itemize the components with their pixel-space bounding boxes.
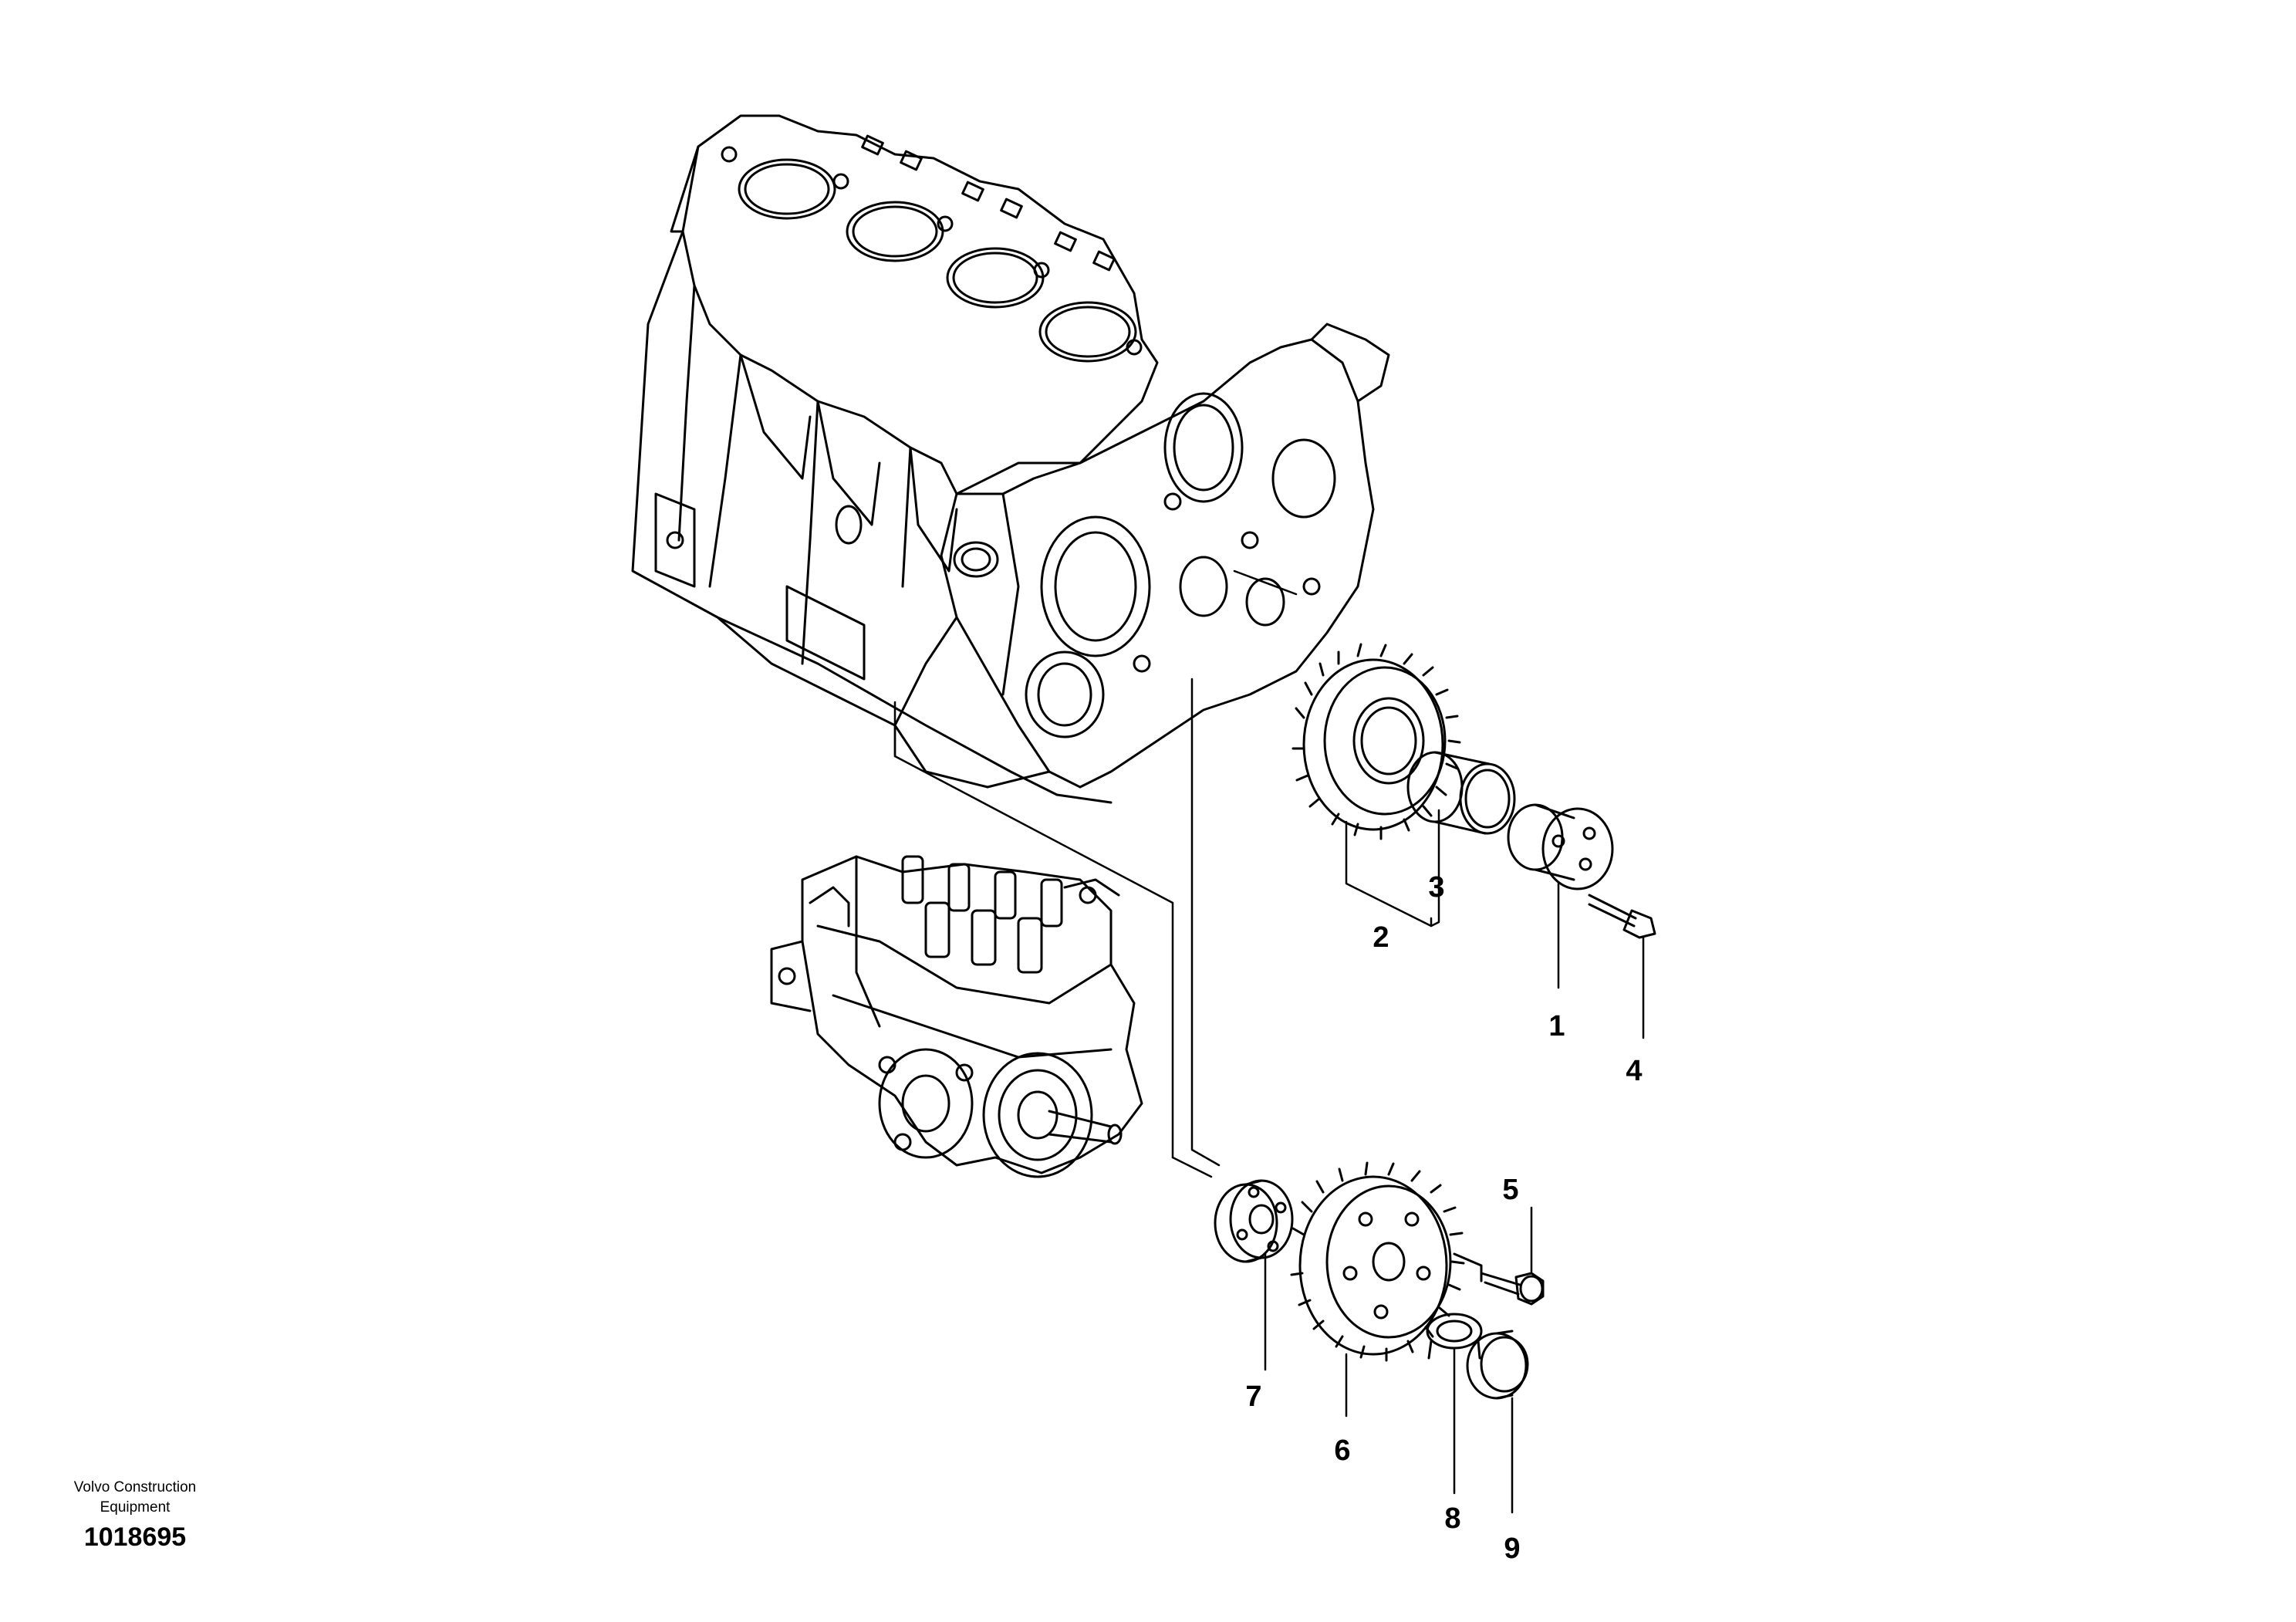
company-name-line1: Volvo Construction	[73, 1479, 197, 1495]
engine-block	[631, 114, 1390, 804]
callout-8: 8	[1444, 1502, 1461, 1535]
callout-5: 5	[1502, 1174, 1519, 1206]
bushing	[1406, 751, 1516, 835]
coupling	[1214, 1179, 1294, 1263]
callout-1: 1	[1548, 1010, 1565, 1042]
callout-2: 2	[1373, 921, 1389, 954]
callout-3: 3	[1428, 871, 1445, 904]
callout-4: 4	[1626, 1055, 1643, 1087]
company-name: Volvo Construction Equipment	[46, 1478, 224, 1518]
spacer-collar	[1466, 1330, 1529, 1400]
callout-7: 7	[1245, 1380, 1262, 1413]
fuel-injection-pump	[770, 855, 1143, 1178]
lock-washer	[1426, 1313, 1483, 1360]
callout-9: 9	[1504, 1532, 1521, 1565]
gear-nut	[1480, 1272, 1545, 1306]
drawing-number: 1018695	[83, 1522, 187, 1552]
idler-shaft	[1507, 803, 1614, 890]
leader-lines	[1264, 809, 1645, 1514]
company-name-line2: Equipment	[100, 1499, 171, 1516]
bolt	[1588, 894, 1656, 939]
callout-6: 6	[1334, 1434, 1351, 1467]
injection-pump-gear	[1290, 1161, 1483, 1362]
idler-gear	[1292, 643, 1461, 840]
assembly-lines	[893, 569, 1298, 1178]
